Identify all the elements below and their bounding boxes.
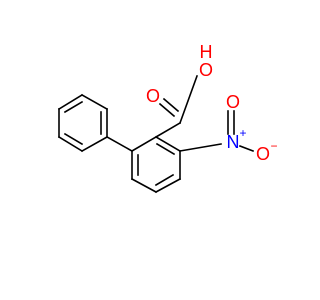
benzene-bond-5 bbox=[130, 177, 158, 194]
carbonyl-double-bond-2 bbox=[162, 97, 180, 113]
carbonyl-oxygen: O bbox=[146, 86, 160, 106]
bond-layer bbox=[57, 74, 255, 194]
benzene-bond-1 bbox=[130, 135, 158, 153]
biphenyl-bond bbox=[105, 135, 134, 153]
nitro-oxygen-negative: O bbox=[256, 144, 270, 164]
phenyl-inner-bond-1 bbox=[63, 100, 84, 114]
nitro-bond bbox=[179, 143, 222, 152]
nitro-o-single-bond bbox=[238, 144, 255, 153]
phenyl-bond-1 bbox=[57, 93, 84, 111]
phenyl-bond-2 bbox=[80, 93, 109, 111]
phenyl-bond-5 bbox=[57, 135, 84, 153]
nitro-oxygen-double: O bbox=[226, 92, 240, 112]
nitro-negative-charge: − bbox=[270, 139, 277, 153]
nitro-positive-charge: + bbox=[239, 126, 246, 140]
phenyl-bond-4 bbox=[80, 135, 109, 153]
carboxyl-oh-bond bbox=[178, 74, 199, 125]
benzene-bond-2 bbox=[154, 135, 182, 153]
carboxyl-bond bbox=[154, 121, 182, 139]
phenyl-inner-bond-3 bbox=[63, 132, 84, 146]
carboxyl-oxygen: O bbox=[199, 60, 213, 80]
benzene-inner-bond-2 bbox=[155, 142, 176, 156]
nitro-nitrogen: N bbox=[227, 132, 240, 152]
molecule-structure: O H O N + O − O bbox=[57, 42, 278, 194]
benzene-inner-bond-3 bbox=[154, 173, 175, 187]
benzene-bond-4 bbox=[154, 177, 182, 194]
carboxyl-hydrogen: H bbox=[200, 42, 213, 62]
carbonyl-double-bond-1 bbox=[158, 102, 176, 118]
